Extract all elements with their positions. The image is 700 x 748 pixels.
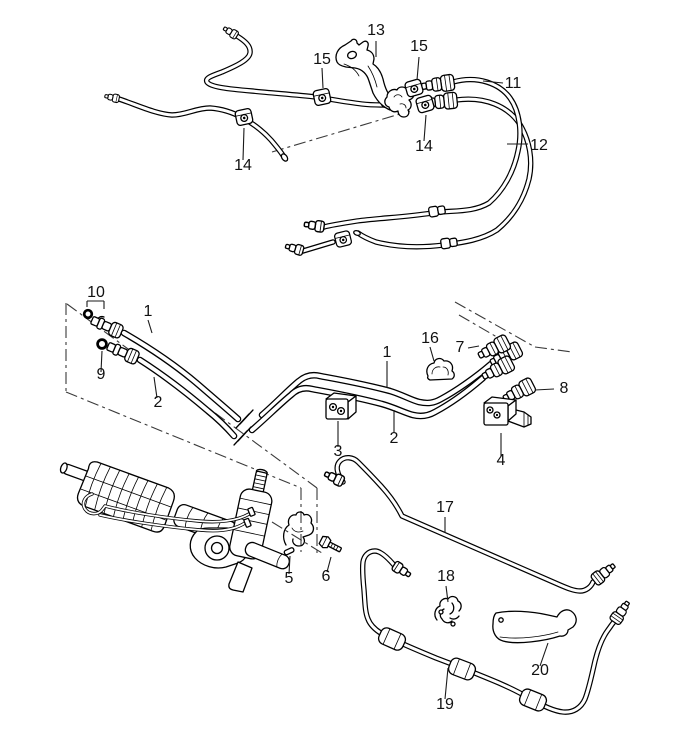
- callout-2-mid[interactable]: 2: [390, 430, 399, 447]
- tube-upper-left: [103, 91, 289, 162]
- callout-2-left[interactable]: 2: [154, 394, 163, 411]
- callout-12[interactable]: 12: [530, 137, 548, 154]
- callout-8[interactable]: 8: [560, 380, 569, 397]
- dashdot-frame-right-diag1: [454, 301, 536, 348]
- callout-15-left[interactable]: 15: [313, 51, 331, 68]
- callout-6[interactable]: 6: [322, 568, 331, 585]
- bolt-6: [318, 535, 342, 553]
- callout-19[interactable]: 19: [436, 696, 454, 713]
- clamp-3: [325, 392, 357, 420]
- rack-foot: [228, 561, 253, 593]
- callout-1-mid[interactable]: 1: [383, 344, 392, 361]
- callout-7[interactable]: 7: [456, 339, 465, 356]
- callout-18[interactable]: 18: [437, 568, 455, 585]
- bracket-13: [335, 38, 415, 118]
- rack-output-rod: [244, 541, 290, 570]
- clip-15-left: [311, 87, 333, 107]
- callout-3[interactable]: 3: [334, 443, 343, 460]
- clip-14-left: [233, 107, 255, 127]
- callout-leaders: [86, 41, 555, 700]
- callout-9[interactable]: 9: [97, 366, 106, 383]
- callout-13[interactable]: 13: [367, 22, 385, 39]
- clip-lower-hose: [333, 229, 353, 249]
- callout-11[interactable]: 11: [505, 75, 522, 92]
- steering-rack: [59, 461, 290, 593]
- top-assembly: [103, 23, 531, 257]
- bracket-20: [492, 609, 577, 644]
- dashdot-frame-right-diag2: [458, 314, 522, 352]
- dashdot-top: [271, 110, 411, 153]
- callout-15-right[interactable]: 15: [410, 38, 428, 55]
- callout-1-left[interactable]: 1: [144, 303, 153, 320]
- callout-17[interactable]: 17: [436, 499, 454, 516]
- rack-service-lines: [81, 492, 256, 533]
- callout-20[interactable]: 20: [531, 662, 549, 679]
- bracket-4: [483, 396, 532, 428]
- tube-break-marks: [233, 409, 254, 446]
- callout-numbers: 13 15 15 11 14 14 12 10 1 9 2 1 16 7 8 2…: [87, 22, 568, 713]
- callout-14-right[interactable]: 14: [415, 138, 433, 155]
- callout-16[interactable]: 16: [421, 330, 439, 347]
- clip-16: [426, 357, 455, 381]
- hose-12: [353, 91, 531, 250]
- callout-4[interactable]: 4: [497, 452, 506, 469]
- callout-14-left[interactable]: 14: [234, 157, 252, 174]
- bracket-13-claw: [384, 86, 415, 118]
- callout-10[interactable]: 10: [87, 284, 105, 301]
- clip-5: [282, 511, 315, 556]
- middle-assembly: [82, 308, 538, 446]
- callout-5[interactable]: 5: [285, 570, 294, 587]
- dashdot-frame-right-tail: [534, 346, 573, 353]
- seal-ring-9: [96, 338, 108, 350]
- dashdot-frame-left-bottom: [271, 521, 323, 554]
- clip-5-keeper: [283, 547, 295, 556]
